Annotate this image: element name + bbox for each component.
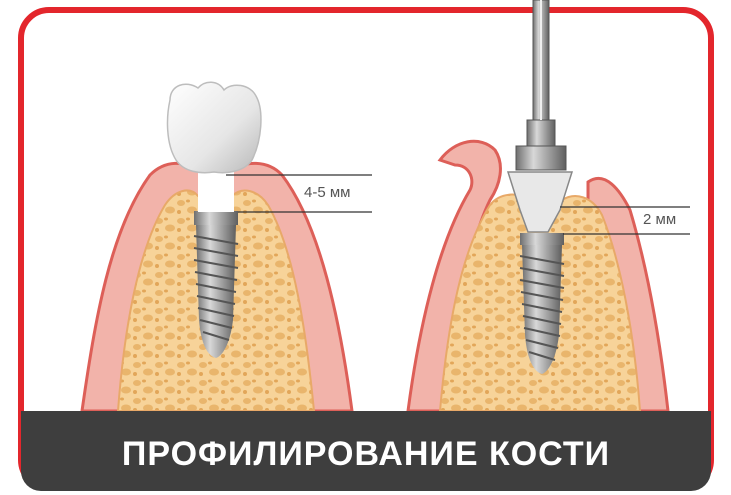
caption-bar: ПРОФИЛИРОВАНИЕ КОСТИ [21,411,711,491]
crown-icon [168,82,261,172]
implant-collar [194,211,238,225]
measure-label-left: 4-5 мм [304,184,350,201]
caption-title: ПРОФИЛИРОВАНИЕ КОСТИ [122,435,610,474]
implant-collar [520,233,564,245]
abutment-gap [198,172,234,212]
measure-label-right: 2 мм [643,211,676,228]
